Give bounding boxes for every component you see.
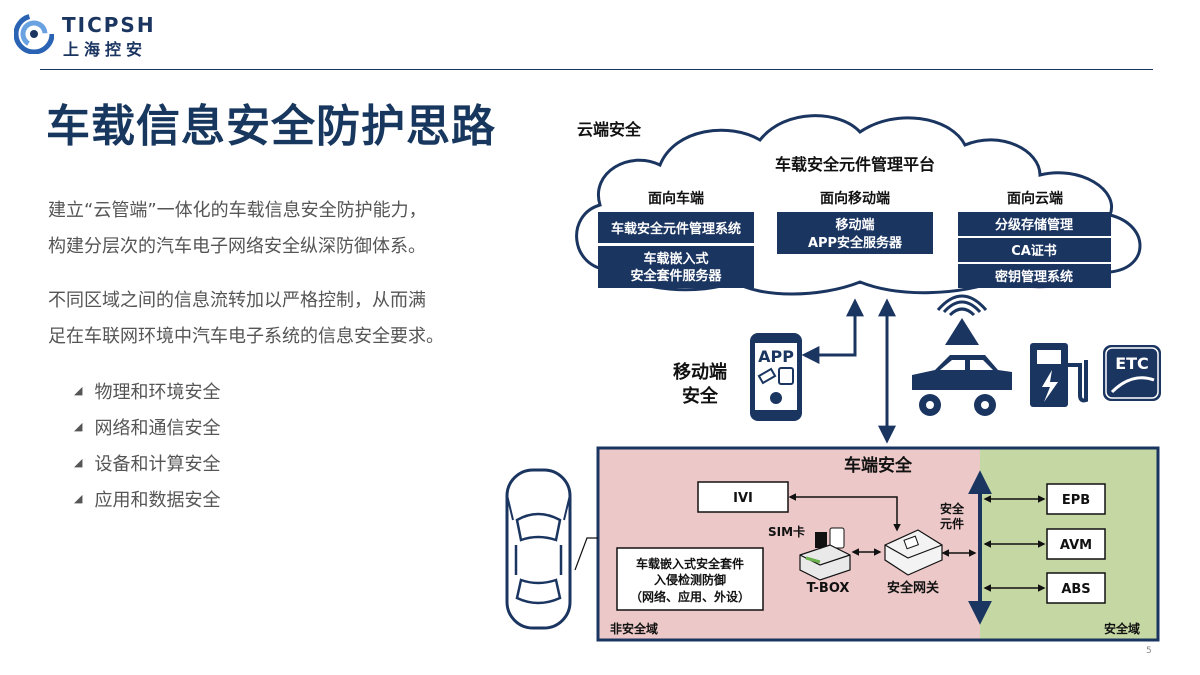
bullet-item: ◢网络和通信安全 — [74, 411, 220, 447]
sim-card-label: SIM卡 — [768, 524, 805, 539]
svg-text:CA证书: CA证书 — [1011, 243, 1057, 259]
vehicle-security-title: 车端安全 — [844, 455, 913, 476]
etc-icon: ETC — [1103, 345, 1161, 401]
page-number: 5 — [1146, 646, 1152, 656]
svg-text:密钥管理系统: 密钥管理系统 — [994, 269, 1073, 285]
svg-text:分级存储管理: 分级存储管理 — [995, 217, 1073, 233]
ecu-abs-box: ABS — [1046, 572, 1106, 604]
svg-text:（网络、应用、外设）: （网络、应用、外设） — [630, 589, 750, 604]
tbox-label: T-BOX — [807, 581, 850, 596]
section-heading-vehicle: 面向车端 — [648, 190, 704, 207]
box-vehicle-mgmt-system: 车载安全元件管理系统 — [598, 212, 754, 243]
arrow-cloud-mobile — [801, 298, 864, 364]
ivi-box: IVI — [697, 481, 789, 513]
bullet-item: ◢设备和计算安全 — [74, 447, 220, 483]
car-top-view-icon — [505, 468, 572, 630]
triangle-bullet-icon: ◢ — [74, 384, 83, 397]
box-ca-certificate: CA证书 — [958, 238, 1111, 262]
svg-text:车载嵌入式安全套件: 车载嵌入式安全套件 — [636, 556, 744, 571]
box-embedded-suite-server: 车载嵌入式 安全套件服务器 — [598, 246, 754, 288]
svg-text:移动端: 移动端 — [835, 217, 874, 233]
connected-car-icon — [912, 294, 1012, 416]
box-mobile-app-server: 移动端 APP安全服务器 — [777, 212, 933, 254]
vehicle-security-frame — [596, 446, 1160, 642]
paragraph-1-line-1: 建立“云管端”一体化的车载信息安全防护能力， — [48, 200, 427, 221]
box-tiered-storage: 分级存储管理 — [958, 212, 1111, 236]
paragraph-2: 不同区域之间的信息流转加以严格控制，从而满 足在车联网环境中汽车电子系统的信息安… — [48, 283, 444, 355]
car-callout-line — [574, 537, 598, 571]
paragraph-1-line-2: 构建分层次的汽车电子网络安全纵深防御体系。 — [48, 236, 426, 257]
paragraph-2-line-1: 不同区域之间的信息流转加以严格控制，从而满 — [48, 290, 426, 311]
page-title: 车载信息安全防护思路 — [46, 101, 496, 152]
arrow-ivi-gateway — [788, 493, 901, 532]
tbox-icon — [799, 527, 851, 581]
svg-text:IVI: IVI — [733, 491, 753, 506]
brand-name-cn: 上海控安 — [63, 40, 148, 59]
box-key-management: 密钥管理系统 — [958, 264, 1111, 288]
bullet-list: ◢物理和环境安全 ◢网络和通信安全 ◢设备和计算安全 ◢应用和数据安全 — [74, 375, 220, 519]
svg-text:安全套件服务器: 安全套件服务器 — [630, 268, 722, 284]
triangle-bullet-icon: ◢ — [74, 492, 83, 505]
platform-title: 车载安全元件管理平台 — [775, 155, 935, 174]
svg-text:ABS: ABS — [1061, 582, 1090, 597]
svg-text:EPB: EPB — [1062, 493, 1090, 508]
company-logo — [14, 14, 54, 54]
svg-text:车载嵌入式: 车载嵌入式 — [643, 251, 708, 267]
bullet-item: ◢物理和环境安全 — [74, 375, 220, 411]
section-heading-cloud: 面向云端 — [1007, 190, 1063, 207]
cloud-security-label: 云端安全 — [577, 120, 642, 139]
brand-name-en: TICPSH — [62, 13, 156, 37]
embedded-suite-box: 车载嵌入式安全套件 入侵检测防御 （网络、应用、外设） — [616, 547, 764, 611]
triangle-bullet-icon: ◢ — [74, 456, 83, 469]
app-label: APP — [758, 347, 794, 366]
ecu-avm-box: AVM — [1046, 528, 1106, 560]
secure-element-label-line1: 安全 — [940, 501, 965, 516]
non-secure-zone-label: 非安全域 — [610, 621, 658, 636]
etc-label: ETC — [1115, 354, 1149, 373]
section-heading-mobile: 面向移动端 — [820, 190, 890, 207]
charging-station-icon — [1030, 343, 1088, 407]
secure-zone-label: 安全域 — [1104, 621, 1140, 636]
svg-text:入侵检测防御: 入侵检测防御 — [654, 572, 726, 587]
secure-gateway-label: 安全网关 — [887, 580, 939, 596]
svg-text:车载安全元件管理系统: 车载安全元件管理系统 — [611, 221, 741, 237]
header-divider — [40, 69, 1153, 70]
bullet-item: ◢应用和数据安全 — [74, 483, 220, 519]
mobile-security-label-line1: 移动端 — [673, 361, 727, 383]
secure-gateway-icon — [884, 529, 943, 576]
smartphone-icon: APP — [750, 333, 802, 421]
secure-element-label-line2: 元件 — [940, 516, 964, 531]
triangle-bullet-icon: ◢ — [74, 420, 83, 433]
paragraph-1: 建立“云管端”一体化的车载信息安全防护能力， 构建分层次的汽车电子网络安全纵深防… — [48, 193, 427, 265]
svg-text:AVM: AVM — [1060, 538, 1092, 553]
ecu-epb-box: EPB — [1046, 483, 1106, 515]
paragraph-2-line-2: 足在车联网环境中汽车电子系统的信息安全要求。 — [48, 326, 444, 347]
mobile-security-label-line2: 安全 — [682, 385, 719, 407]
svg-text:APP安全服务器: APP安全服务器 — [808, 235, 903, 251]
